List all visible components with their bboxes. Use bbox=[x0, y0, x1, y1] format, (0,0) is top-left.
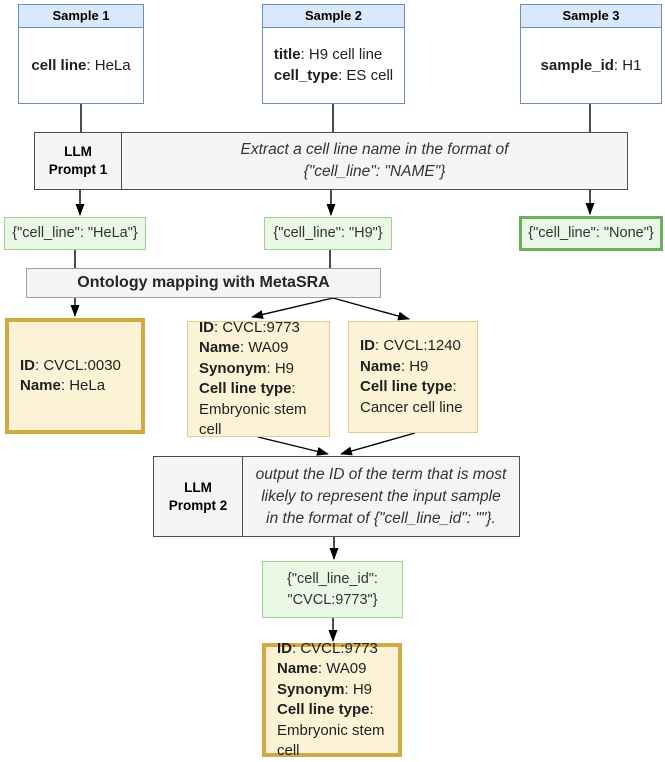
match-field: Cell line type: bbox=[277, 701, 374, 718]
llm-prompt-1-box: LLM Prompt 1 Extract a cell line name in… bbox=[34, 132, 628, 190]
extraction-result-none: {"cell_line": "None"} bbox=[519, 216, 663, 251]
match-box-cvcl0030: ID: CVCL:0030 Name: HeLa bbox=[5, 318, 145, 434]
sample-1-title: Sample 1 bbox=[19, 5, 143, 28]
match-field: Cell line type: bbox=[360, 378, 457, 395]
match-field: Synonym: H9 bbox=[199, 359, 295, 377]
match-field: ID: CVCL:0030 bbox=[20, 356, 121, 374]
sample-field: cell_type: ES cell bbox=[273, 67, 394, 84]
ontology-mapping-box: Ontology mapping with MetaSRA bbox=[26, 268, 381, 298]
llm-prompt-2-label: LLM Prompt 2 bbox=[154, 457, 243, 536]
llm-prompt-1-text: Extract a cell line name in the format o… bbox=[240, 141, 509, 180]
extraction-result-cell-line-id: {"cell_line_id": "CVCL:9773"} bbox=[262, 561, 403, 618]
sample-field: sample_id: H1 bbox=[540, 56, 642, 74]
match-field: Synonym: H9 bbox=[277, 680, 373, 698]
match-field: Name: WA09 bbox=[277, 660, 367, 677]
match-field: ID: CVCL:9773 bbox=[199, 318, 300, 336]
match-box-cvcl1240: ID: CVCL:1240 Name: H9 Cell line type: C… bbox=[348, 321, 478, 433]
match-field: Name: WA09 bbox=[199, 339, 289, 356]
match-field: ID: CVCL:9773 bbox=[277, 639, 378, 657]
match-field: Name: H9 bbox=[360, 357, 429, 375]
sample-1-body: cell line: HeLa bbox=[19, 27, 143, 103]
sample-3-body: sample_id: H1 bbox=[521, 27, 661, 103]
sample-2-title: Sample 2 bbox=[263, 5, 404, 28]
match-field: Embryonic stem cell bbox=[199, 400, 307, 439]
extraction-result-hela: {"cell_line": "HeLa"} bbox=[4, 217, 146, 250]
match-field: Cell line type: bbox=[199, 380, 296, 397]
final-match-box-cvcl9773: ID: CVCL:9773 Name: WA09 Synonym: H9 Cel… bbox=[262, 640, 402, 759]
extraction-result-h9: {"cell_line": "H9"} bbox=[264, 217, 392, 250]
sample-3-title: Sample 3 bbox=[521, 5, 661, 28]
llm-prompt-2-text: output the ID of the term that is most l… bbox=[255, 465, 507, 527]
sample-card-3: Sample 3 sample_id: H1 bbox=[520, 4, 662, 104]
sample-card-2: Sample 2 title: H9 cell line cell_type: … bbox=[262, 4, 405, 104]
match-field: Name: HeLa bbox=[20, 377, 106, 394]
sample-card-1: Sample 1 cell line: HeLa bbox=[18, 4, 144, 104]
match-field: Cancer cell line bbox=[360, 398, 463, 416]
match-box-cvcl9773: ID: CVCL:9773 Name: WA09 Synonym: H9 Cel… bbox=[187, 318, 330, 438]
llm-prompt-2-box: LLM Prompt 2 output the ID of the term t… bbox=[153, 456, 520, 537]
match-field: Embryonic stem cell bbox=[277, 721, 385, 760]
sample-field: cell line: HeLa bbox=[31, 56, 131, 74]
llm-prompt-1-label: LLM Prompt 1 bbox=[35, 133, 122, 189]
sample-2-body: title: H9 cell line cell_type: ES cell bbox=[263, 27, 404, 103]
sample-field: title: H9 cell line bbox=[273, 46, 383, 63]
match-field: ID: CVCL:1240 bbox=[360, 337, 461, 354]
